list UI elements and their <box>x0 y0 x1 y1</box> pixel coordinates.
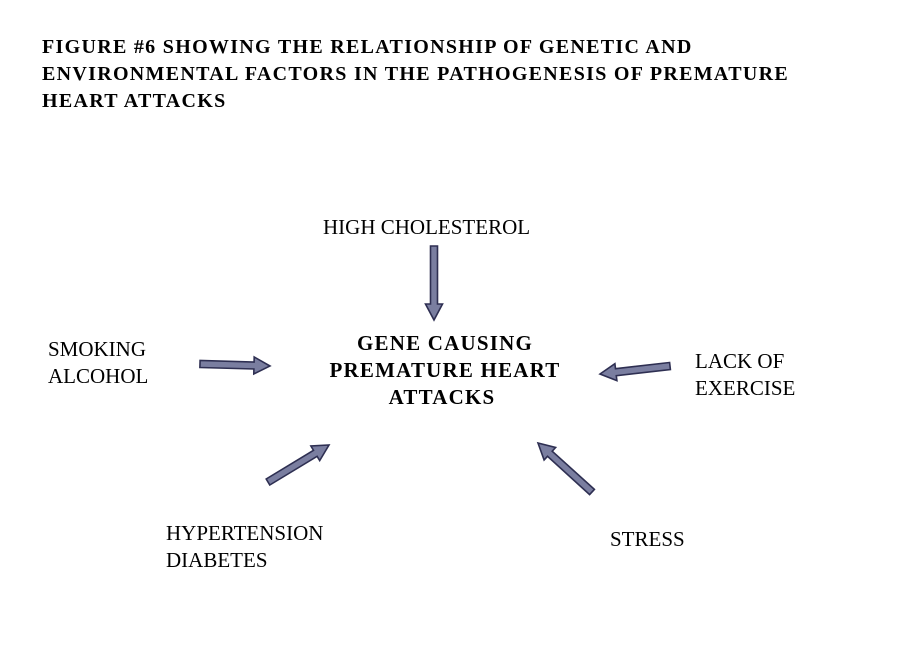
factor-smoking-alcohol: SMOKING ALCOHOL <box>48 336 148 390</box>
factor-label: STRESS <box>610 527 685 551</box>
figure-title-line: FIGURE #6 SHOWING THE RELATIONSHIP OF GE… <box>42 36 693 58</box>
factor-label: HYPERTENSION <box>166 521 324 545</box>
factor-label: DIABETES <box>166 548 268 572</box>
figure-title-line: HEART ATTACKS <box>42 90 227 112</box>
central-node-line: GENE CAUSING <box>356 331 533 355</box>
arrow-from-lack-of-exercise <box>598 361 672 382</box>
factor-stress: STRESS <box>610 526 685 553</box>
factor-high-cholesterol: HIGH CHOLESTEROL <box>323 214 530 241</box>
arrow-from-smoking-alcohol <box>199 355 272 376</box>
figure-title-line: ENVIRONMENTAL FACTORS IN THE PATHOGENESI… <box>42 63 789 85</box>
arrow-from-stress <box>536 441 596 496</box>
arrow-from-hypertension-diabetes <box>265 444 331 487</box>
factor-hypertension-diabetes: HYPERTENSION DIABETES <box>166 520 323 574</box>
central-node-line: ATTACKS <box>388 385 496 409</box>
factor-label: EXERCISE <box>695 376 796 400</box>
central-node-gene: GENE CAUSING PREMATURE HEART ATTACKS <box>300 330 590 411</box>
figure-title: FIGURE #6 SHOWING THE RELATIONSHIP OF GE… <box>42 34 902 115</box>
factor-label: ALCOHOL <box>48 364 149 388</box>
factor-label: HIGH CHOLESTEROL <box>323 215 531 239</box>
arrow-from-high-cholesterol <box>424 245 444 322</box>
central-node-line: PREMATURE HEART <box>329 358 561 382</box>
factor-label: LACK OF <box>695 349 785 373</box>
factor-label: SMOKING <box>48 337 147 361</box>
factor-lack-of-exercise: LACK OF EXERCISE <box>695 348 795 402</box>
